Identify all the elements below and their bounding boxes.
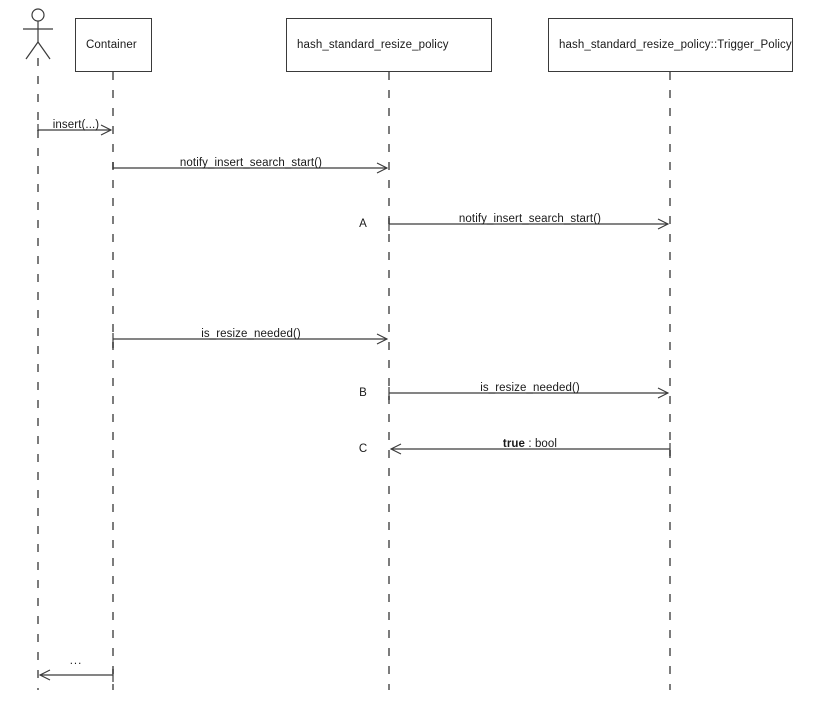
message-label-true-bold: true (502, 438, 526, 450)
message-label-insert: insert(...) (52, 119, 100, 131)
message-arrow-notify-insert-search-start-2 (388, 218, 670, 231)
messages-group (37, 124, 671, 682)
message-label-notify-insert-search-start-1: notify_insert_search_start() (179, 157, 323, 169)
message-label-is-resize-needed-2: is_resize_needed() (480, 382, 580, 394)
message-label-is-resize-needed-1: is_resize_needed() (201, 328, 301, 340)
message-arrow-is-resize-needed-2 (388, 387, 670, 400)
message-arrow-insert (37, 124, 113, 136)
participant-box-resize-policy[interactable]: hash_standard_resize_policy (286, 18, 492, 72)
message-label-true-bool: true : bool (503, 438, 557, 450)
participant-label-resize-policy: hash_standard_resize_policy (297, 39, 449, 51)
participant-label-container: Container (86, 39, 137, 51)
participant-box-container[interactable]: Container (75, 18, 152, 72)
sequence-marker-c: C (358, 443, 368, 455)
lifelines-group (37, 58, 671, 690)
sequence-marker-b: B (359, 387, 367, 399)
message-label-bool-suffix: : bool (525, 438, 558, 450)
message-arrow-true-bool-return (389, 443, 671, 456)
message-arrow-notify-insert-search-start-1 (112, 162, 389, 174)
sequence-marker-a: A (359, 218, 367, 230)
participant-box-trigger-policy[interactable]: hash_standard_resize_policy::Trigger_Pol… (548, 18, 793, 72)
message-label-notify-insert-search-start-2: notify_insert_search_start() (458, 213, 602, 225)
actor-figure (23, 8, 53, 60)
message-arrow-is-resize-needed-1 (112, 333, 389, 348)
message-label-ellipsis: ... (69, 655, 83, 667)
message-arrow-ellipsis-return (38, 669, 114, 682)
participant-label-trigger-policy: hash_standard_resize_policy::Trigger_Pol… (559, 39, 792, 51)
